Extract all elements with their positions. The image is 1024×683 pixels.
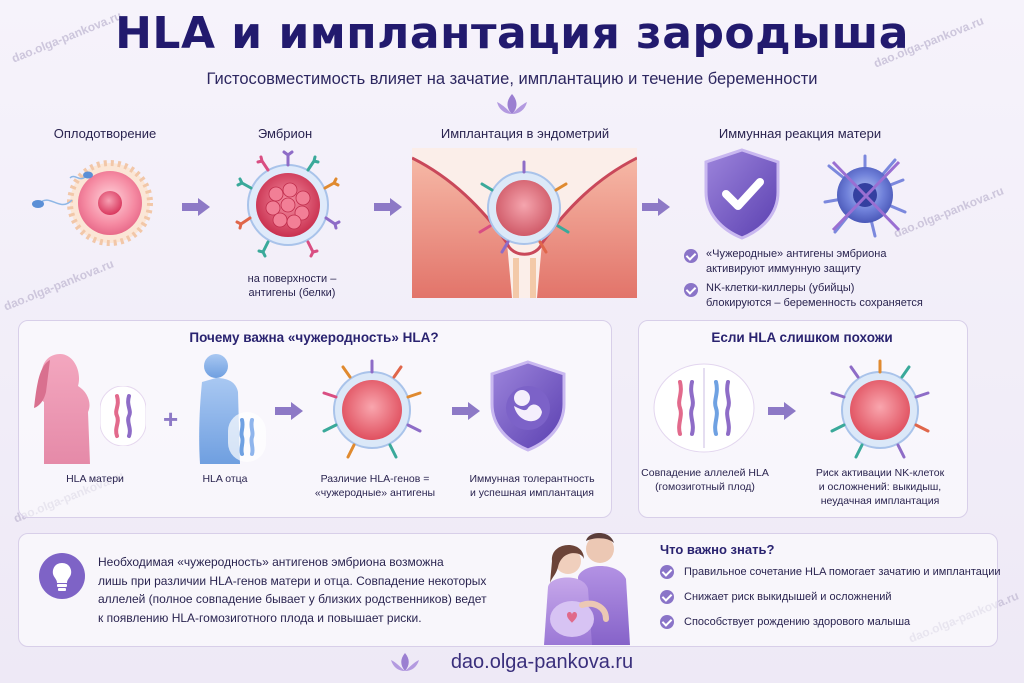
pregnant-couple-illustration [544,533,630,645]
step-fertilization-label: Оплодотворение [53,126,157,141]
arrow-right-icon [374,198,402,216]
panel-why-title: Почему важна «чужеродность» HLA? [189,330,439,345]
arrow-right-icon [642,198,670,216]
step-immune-label: Иммунная реакция матери [718,126,882,141]
lightbulb-icon [39,553,85,599]
know-item-1: Правильное сочетание HLA помогает зачати… [684,566,1001,578]
step-implantation-label: Имплантация в эндометрий [440,126,610,141]
info-text: Необходимая «чужеродность» антигенов эмб… [98,555,487,625]
shield-check-icon [704,148,780,240]
arrow-right-icon [452,402,480,420]
immune-point-2: NK-клетки-киллеры (убийцы) блокируются –… [706,282,923,309]
lotus-icon [391,653,419,671]
immune-point-1: «Чужеродные» антигены эмбриона активирую… [706,248,887,275]
embryo-caption: на поверхности – антигены (белки) [247,273,337,299]
page-subtitle: Гистосовместимость влияет на зачатие, им… [206,70,818,88]
label-hla-mother: HLA матери [66,473,124,485]
label-allele-match: Совпадение аллелей HLA (гомозиготный пло… [641,467,769,493]
woman-silhouette-icon [34,354,90,464]
nk-cell-blocked-icon [823,154,907,238]
arrow-right-icon [275,402,303,420]
check-icon [660,615,674,629]
step-embryo-label: Эмбрион [257,126,313,141]
shield-baby-icon [490,360,566,452]
homozygous-embryo-illustration [830,359,930,459]
know-title: Что важно знать? [660,542,775,557]
embryo-antigens-illustration [235,150,341,258]
know-item-3: Способствует рождению здорового малыша [684,616,911,628]
label-hla-difference: Различие HLA-генов = «чужеродные» антиге… [314,473,436,499]
label-hla-father: HLA отца [202,473,248,485]
arrow-right-icon [768,402,796,420]
lotus-icon [497,94,527,114]
endometrium-implantation-illustration [412,148,637,298]
footer-site-link[interactable]: dao.olga-pankova.ru [450,651,634,673]
page-title: HLA и имплантация зародыша [115,8,909,59]
check-icon [684,249,698,263]
matching-chromosomes-icon [653,363,755,453]
know-item-2: Снижает риск выкидышей и осложнений [684,591,892,603]
check-icon [684,283,698,297]
panel-info [18,533,998,647]
arrow-right-icon [182,198,210,216]
watermark: dao.olga-pankova.ru [1,256,116,314]
label-nk-risk: Риск активации NK-клеток и осложнений: в… [815,467,945,507]
label-immune-tolerance: Иммунная толерантность и успешная имплан… [469,473,595,499]
embryo-foreign-antigens-illustration [322,359,422,459]
fertilized-egg-illustration [32,160,153,246]
check-icon [660,565,674,579]
mother-chromosomes-icon [100,386,146,446]
plus-sign: + [163,404,179,434]
father-chromosomes-icon [228,412,266,462]
check-icon [660,590,674,604]
panel-similar-title: Если HLA слишком похожи [711,330,893,345]
